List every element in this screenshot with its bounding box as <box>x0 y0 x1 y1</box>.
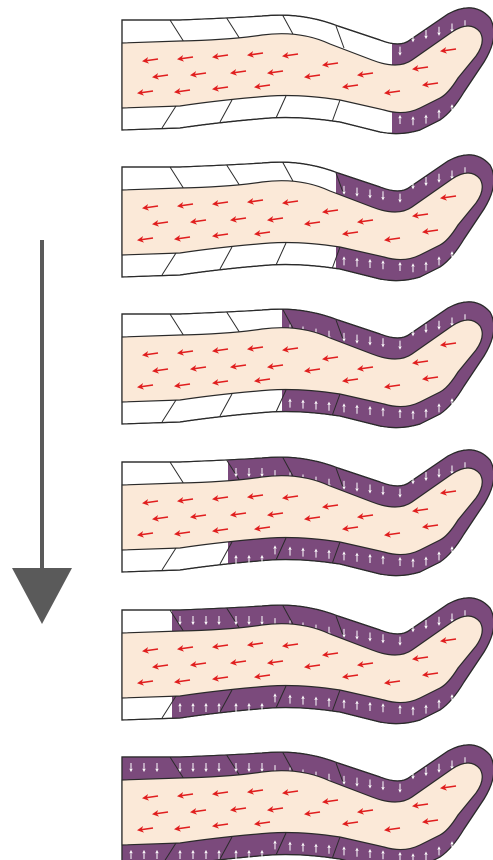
stage-5 <box>122 578 493 738</box>
stage-1 <box>122 0 493 148</box>
stage-6 <box>110 725 493 860</box>
stage-3 <box>122 282 493 442</box>
stages-group <box>110 0 493 860</box>
stage-4 <box>122 430 493 590</box>
stage-2 <box>122 135 493 295</box>
sequence-down-arrow-icon <box>12 240 72 624</box>
